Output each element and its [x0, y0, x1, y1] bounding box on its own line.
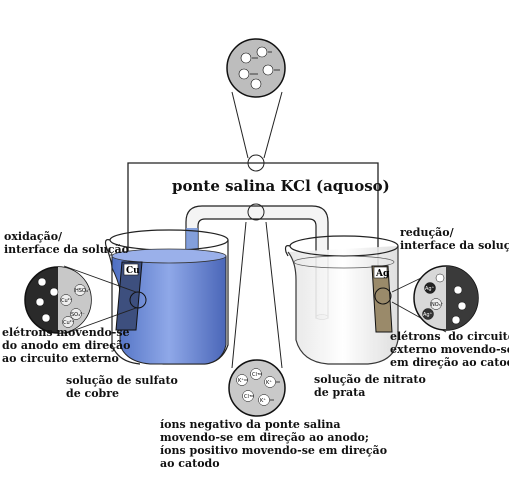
zoom-line-top-right	[263, 91, 283, 159]
left-solution-label: solução de sulfato de cobre	[66, 374, 178, 400]
no3-ion-label: NO₃⁻	[431, 302, 444, 308]
bridge-cl-ion-label-2: Cl⁻	[244, 394, 252, 400]
zoom-line-bottom-left	[231, 221, 247, 369]
cu-ion-label: Cu²⁺	[61, 298, 73, 304]
right-electron-label: elétrons do circuito externo movendo-se …	[390, 330, 509, 369]
silver-electrode	[371, 265, 393, 333]
bridge-cl-ion-label: Cl⁻	[252, 372, 260, 378]
cu-ion-label-2: Cu²⁺	[63, 320, 75, 326]
right-interface-label: redução/ interface da solução	[400, 226, 509, 252]
right-interface-magnifier: Ag⁺ NO₃⁻ Ag⁺	[413, 265, 479, 331]
silver-electrode-label: Ag	[375, 269, 390, 279]
right-interface-focus-circle	[374, 287, 392, 305]
bridge-k-ion-label-3: K⁺	[260, 398, 266, 404]
external-wire	[127, 162, 379, 268]
left-electron-label: elétrons movendo-se do anodo em direção …	[2, 326, 131, 365]
bridge-ions-label: íons negativo da ponte salina movendo-se…	[160, 418, 388, 470]
ag-ion-label: Ag⁺	[425, 286, 435, 292]
copper-electrode-label: Cu	[126, 266, 140, 276]
ag-ion-label-2: Ag⁺	[423, 312, 433, 318]
left-interface-focus-circle	[129, 291, 147, 309]
zoom-line-bottom-right	[265, 221, 283, 369]
left-interface-label: oxidação/ interface da solução	[4, 230, 129, 256]
zoom-line-top-left	[231, 91, 249, 159]
bridge-k-ion-label-2: K⁺	[266, 380, 272, 386]
hso4-ion-label: HSO₄⁻	[75, 288, 91, 294]
right-beaker	[284, 235, 399, 365]
bridge-k-ion-label: K⁺	[238, 378, 244, 384]
so4-ion-label: SO₄²⁻	[71, 312, 85, 318]
left-interface-magnifier: Cu²⁺ HSO₄⁻ SO₄²⁻ Cu²⁺	[24, 266, 92, 334]
salt-bridge-label: ponte salina KCl (aquoso)	[172, 177, 390, 195]
wire-magnifier	[226, 38, 286, 98]
right-solution-label: solução de nitrato de prata	[314, 373, 426, 399]
wire-focus-circle	[247, 154, 265, 172]
bridge-magnifier: K⁺ Cl⁻ K⁺ Cl⁻ K⁺	[228, 359, 286, 417]
bridge-focus-circle	[247, 203, 265, 221]
